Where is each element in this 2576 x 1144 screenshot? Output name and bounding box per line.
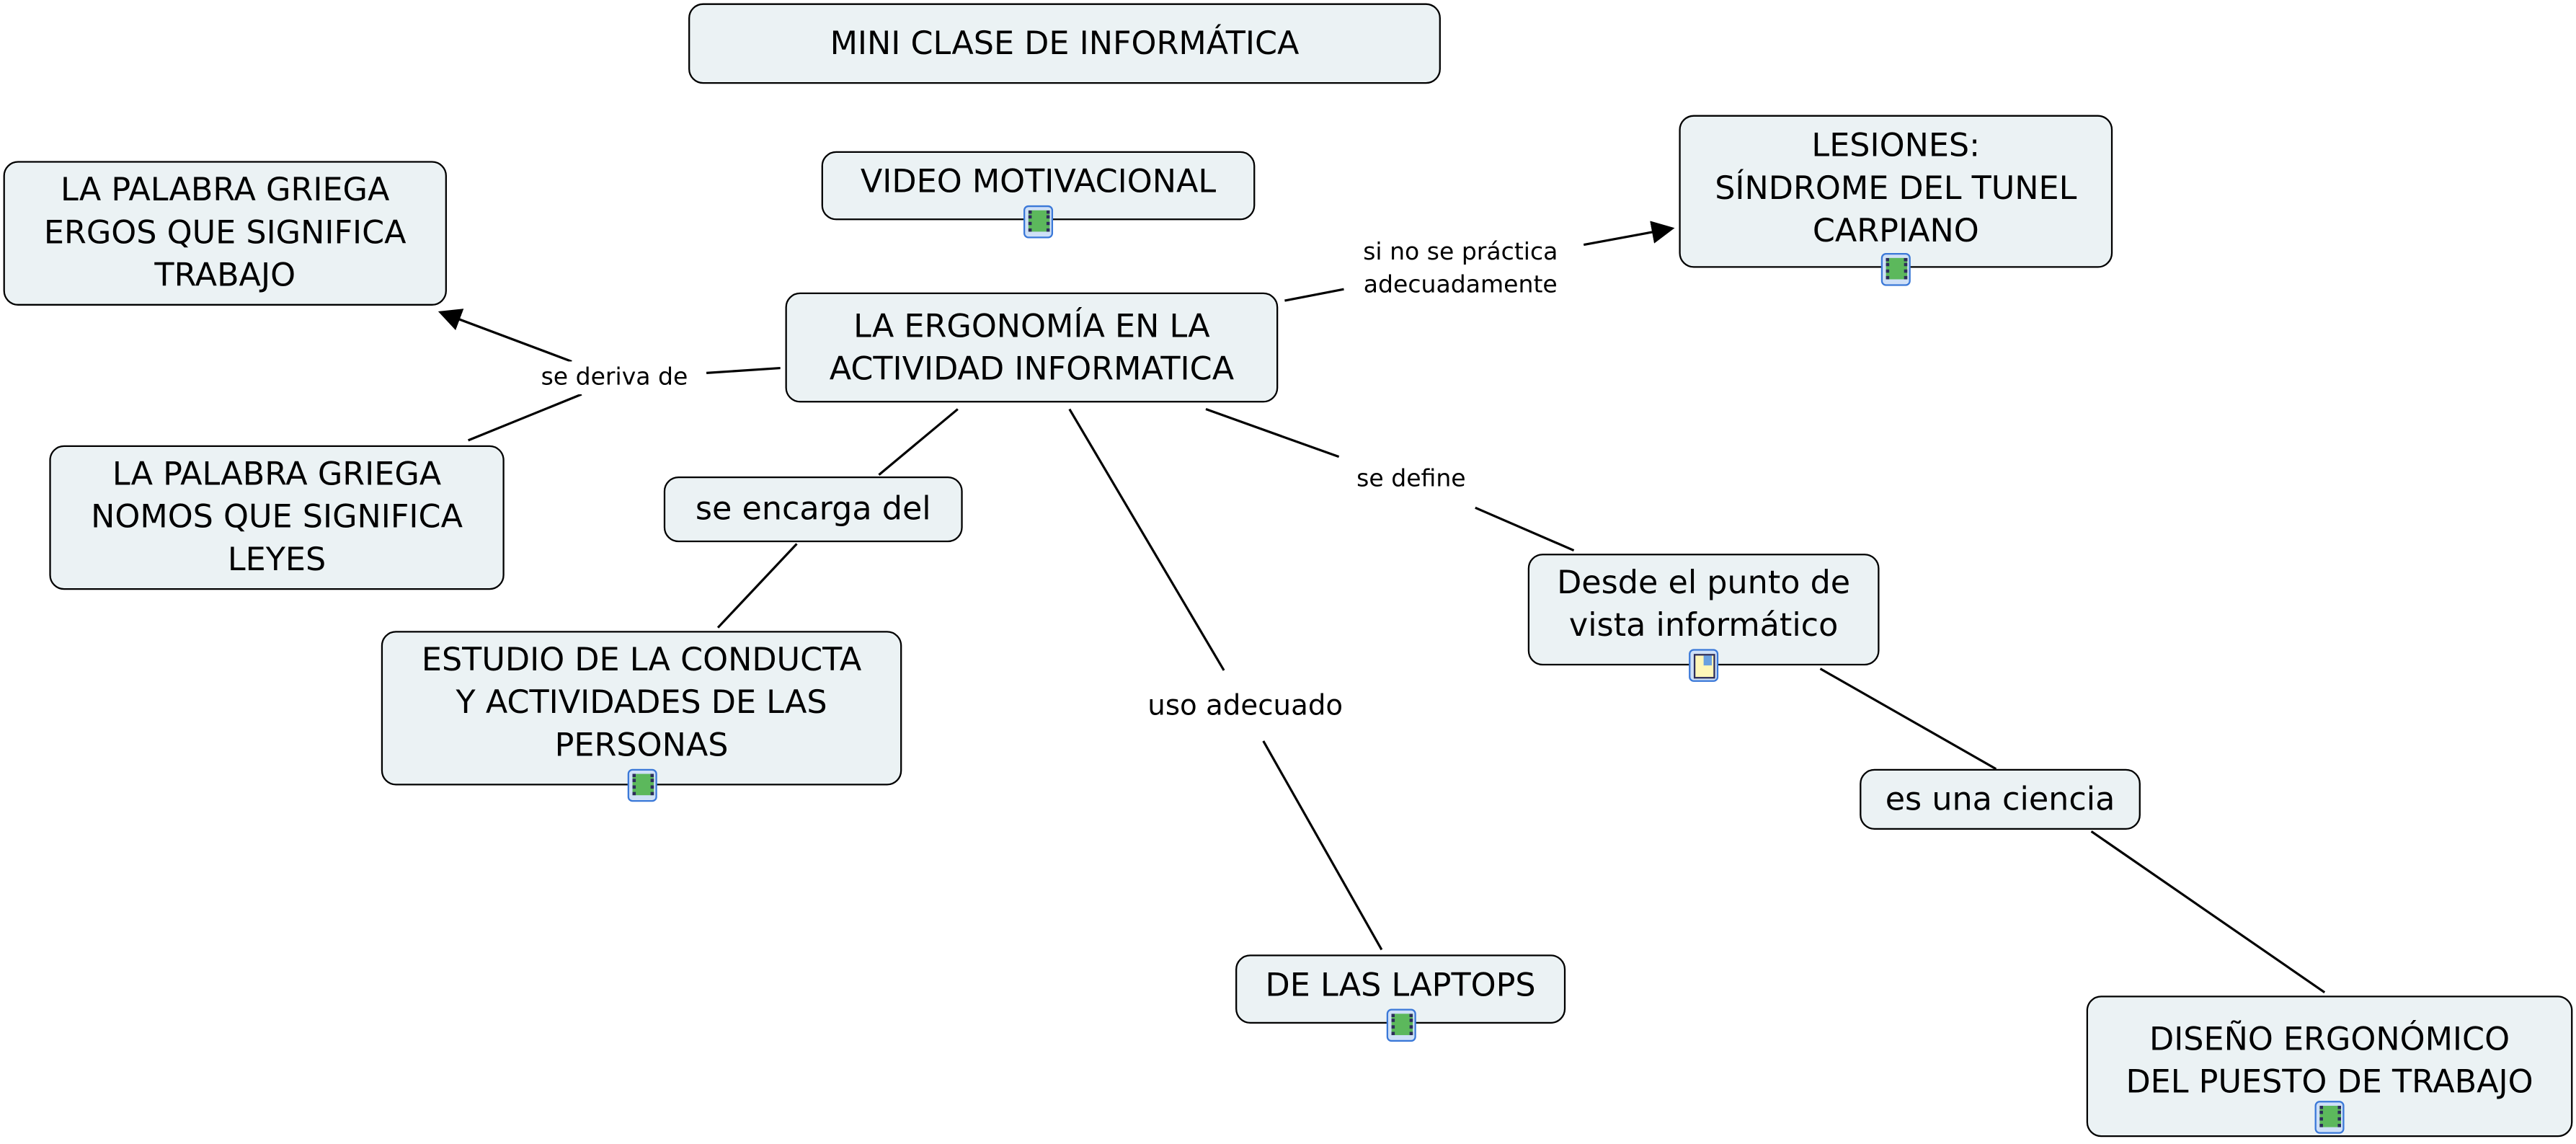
line-main-deriva (706, 366, 781, 374)
link-label-si-no-se-practica[interactable]: si no se práctica adecuadamente (1363, 236, 1558, 303)
node-desde-punto-vista[interactable]: Desde el punto de vista informático (1527, 554, 1880, 666)
node-diseno-ergonomico[interactable]: DISEÑO ERGONÓMICO DEL PUESTO DE TRABAJO (2086, 996, 2573, 1138)
line-main-practica (1284, 288, 1344, 302)
line-encarga-estudio (716, 543, 798, 629)
film-icon[interactable] (1023, 205, 1054, 239)
line-uso-laptops (1262, 740, 1383, 951)
node-nomos[interactable]: LA PALABRA GRIEGA NOMOS QUE SIGNIFICA LE… (49, 445, 505, 590)
line-ciencia-diseno (2090, 830, 2326, 994)
line-main-uso (1068, 408, 1225, 671)
line-deriva-nomos (468, 393, 582, 442)
line-deriva-ergos (438, 309, 572, 363)
link-label-se-define[interactable]: se define (1356, 463, 1466, 497)
link-label-uso-adecuado[interactable]: uso adecuado (1147, 690, 1343, 723)
line-desde-ciencia (1819, 668, 1997, 771)
node-lesiones[interactable]: LESIONES: SÍNDROME DEL TUNEL CARPIANO (1679, 115, 2113, 268)
line-main-define (1205, 408, 1340, 458)
line-main-encarga (878, 408, 959, 476)
line-define-desde (1475, 506, 1575, 552)
film-icon[interactable] (2314, 1101, 2345, 1134)
document-image-icon[interactable] (1689, 649, 1719, 682)
film-icon[interactable] (627, 768, 657, 802)
title-node[interactable]: MINI CLASE DE INFORMÁTICA (688, 3, 1441, 84)
node-estudio[interactable]: ESTUDIO DE LA CONDUCTA Y ACTIVIDADES DE … (381, 631, 902, 786)
film-icon[interactable] (1386, 1008, 1416, 1042)
node-es-una-ciencia[interactable]: es una ciencia (1860, 768, 2141, 830)
node-se-encarga-del[interactable]: se encarga del (663, 476, 963, 543)
node-main-ergonomia[interactable]: LA ERGONOMÍA EN LA ACTIVIDAD INFORMATICA (785, 292, 1279, 403)
film-icon[interactable] (1880, 253, 1911, 286)
line-practica-lesiones (1583, 221, 1675, 247)
link-label-se-deriva-de[interactable]: se deriva de (541, 361, 688, 395)
node-ergos[interactable]: LA PALABRA GRIEGA ERGOS QUE SIGNIFICA TR… (3, 161, 447, 306)
